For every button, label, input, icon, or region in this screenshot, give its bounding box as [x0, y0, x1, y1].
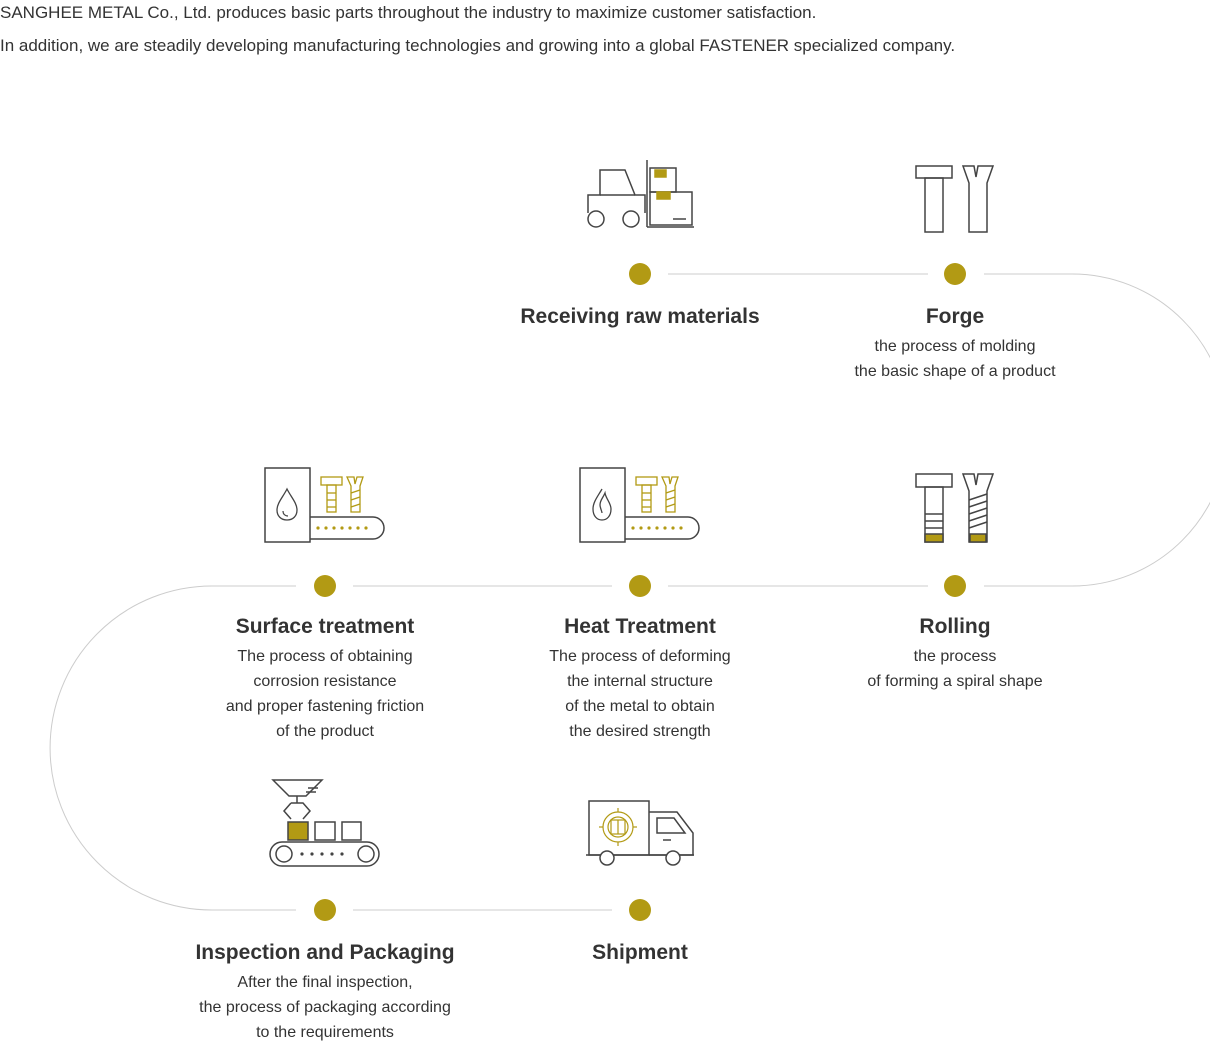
step-receiving-title: Receiving raw materials [520, 305, 760, 328]
step-rolling: Rolling the process of forming a spiral … [795, 614, 1115, 694]
forklift-icon [587, 160, 694, 228]
step-receiving: Receiving raw materials [480, 304, 800, 330]
step-shipment: Shipment [480, 940, 800, 966]
packaging-machine-icon [269, 779, 380, 867]
dot-surface-treatment [314, 575, 336, 597]
dot-shipment [629, 899, 651, 921]
intro-line-1: SANGHEE METAL Co., Ltd. produces basic p… [0, 3, 817, 22]
furnace-conveyor-icon [579, 467, 700, 543]
step-heat-treatment: Heat Treatment The process of deforming … [480, 614, 800, 744]
connector-lines [49, 273, 1210, 911]
step-forge: Forge the process of molding the basic s… [795, 304, 1115, 384]
intro-line-2: In addition, we are steadily developing … [0, 36, 956, 55]
dot-heat-treatment [629, 575, 651, 597]
step-forge-title: Forge [925, 305, 985, 328]
coating-conveyor-icon [264, 467, 385, 543]
step-heat-treatment-title: Heat Treatment [564, 615, 716, 638]
delivery-truck-icon [586, 800, 694, 866]
step-inspection: Inspection and Packaging After the final… [165, 940, 485, 1045]
step-rolling-description: the process of forming a spiral shape [867, 648, 1043, 690]
dot-inspection [314, 899, 336, 921]
step-surface-treatment: Surface treatment The process of obtaini… [165, 614, 485, 744]
dot-receiving [629, 263, 651, 285]
step-inspection-title: Inspection and Packaging [195, 941, 455, 964]
step-rolling-title: Rolling [919, 615, 991, 638]
step-shipment-title: Shipment [592, 941, 688, 964]
dot-forge [944, 263, 966, 285]
bolt-screw-icon [915, 165, 995, 233]
step-dots [314, 263, 966, 921]
dot-rolling [944, 575, 966, 597]
step-inspection-description: After the final inspection, the process … [199, 974, 451, 1041]
step-forge-description: the process of molding the basic shape o… [854, 338, 1056, 380]
step-heat-treatment-description: The process of deforming the internal st… [549, 648, 731, 740]
threaded-bolt-screw-icon [915, 473, 995, 543]
step-surface-treatment-title: Surface treatment [235, 615, 415, 638]
intro-text: SANGHEE METAL Co., Ltd. produces basic p… [0, 0, 1210, 62]
step-surface-treatment-description: The process of obtaining corrosion resis… [225, 648, 425, 740]
